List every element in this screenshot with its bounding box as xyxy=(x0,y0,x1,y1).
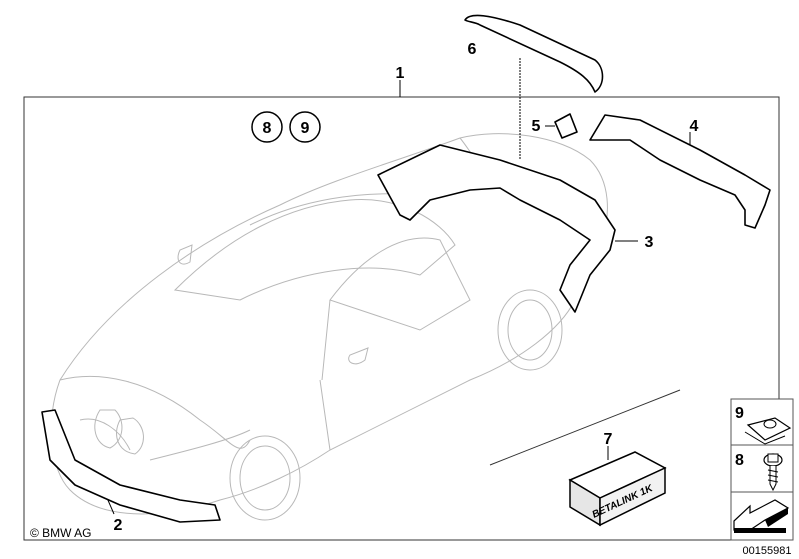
part-4-rear-diffuser[interactable] xyxy=(589,114,771,229)
callout-3[interactable]: 3 xyxy=(645,234,654,251)
fastener-legend: 9 8 xyxy=(730,398,794,541)
callout-4[interactable]: 4 xyxy=(690,118,699,135)
callout-9: 9 xyxy=(301,120,310,137)
diagram-number: 00155981 xyxy=(743,545,792,557)
direction-arrow-icon xyxy=(733,499,790,533)
callout-5[interactable]: 5 xyxy=(532,118,541,135)
callout-circle-8[interactable] xyxy=(251,111,283,143)
legend-item-8-label: 8 xyxy=(735,452,744,469)
assembly-frame xyxy=(23,96,780,541)
callout-8: 8 xyxy=(263,120,272,137)
part-3-rear-apron[interactable] xyxy=(377,144,616,313)
callout-circle-9[interactable] xyxy=(289,111,321,143)
callout-7[interactable]: 7 xyxy=(604,431,613,448)
part-2-front-spoiler[interactable] xyxy=(41,409,221,523)
part-6-rear-spoiler[interactable] xyxy=(464,14,604,93)
callout-1[interactable]: 1 xyxy=(396,65,405,82)
screw-icon xyxy=(763,453,783,492)
legend-item-9-label: 9 xyxy=(735,405,744,422)
callout-2[interactable]: 2 xyxy=(114,517,123,534)
part-5-cover[interactable] xyxy=(554,113,578,139)
copyright-text: © BMW AG xyxy=(30,526,92,540)
clip-nut-icon xyxy=(744,417,792,445)
callout-6[interactable]: 6 xyxy=(468,41,477,58)
part-7-adhesive-box[interactable]: BETALINK 1K xyxy=(568,451,667,527)
